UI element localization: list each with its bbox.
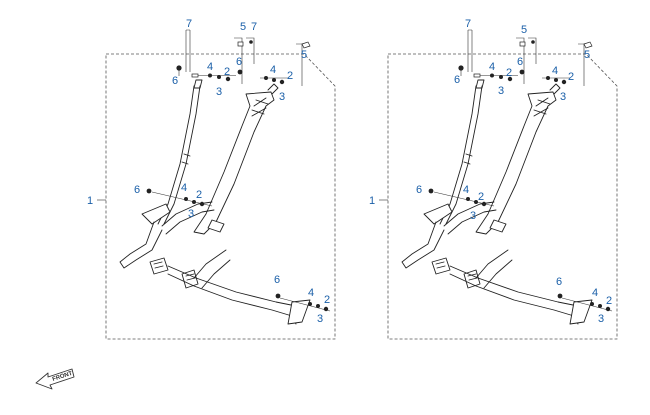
callout-2: 2	[606, 295, 612, 307]
callout-2: 2	[568, 71, 574, 83]
assembly-right	[378, 29, 618, 340]
callout-6: 6	[172, 75, 178, 87]
callout-3: 3	[598, 313, 604, 325]
callout-2: 2	[196, 189, 202, 201]
callout-2: 2	[324, 294, 330, 306]
callout-5: 5	[584, 49, 590, 61]
callout-3: 3	[317, 313, 323, 325]
callout-3: 3	[216, 86, 222, 98]
callout-4: 4	[308, 287, 314, 299]
callout-7: 7	[465, 18, 471, 30]
callout-2: 2	[224, 66, 230, 78]
callout-3: 3	[470, 210, 476, 222]
callout-6: 6	[274, 274, 280, 286]
callout-6: 6	[134, 184, 140, 196]
callout-1: 1	[369, 195, 375, 207]
callout-6: 6	[556, 276, 562, 288]
callout-4: 4	[270, 64, 276, 76]
callout-4: 4	[552, 65, 558, 77]
callout-3: 3	[498, 85, 504, 97]
callout-4: 4	[489, 61, 495, 73]
callout-4: 4	[181, 182, 187, 194]
callout-4: 4	[207, 61, 213, 73]
callout-5: 5	[240, 21, 246, 33]
callout-3: 3	[188, 208, 194, 220]
callout-5: 5	[521, 24, 527, 36]
callout-5: 5	[301, 49, 307, 61]
callout-3: 3	[560, 91, 566, 103]
front-arrow-icon: FRONT	[35, 368, 75, 390]
callout-2: 2	[506, 67, 512, 79]
callout-4: 4	[592, 287, 598, 299]
callout-1: 1	[87, 195, 93, 207]
callout-6: 6	[454, 74, 460, 86]
callout-7: 7	[251, 21, 257, 33]
callout-2: 2	[287, 70, 293, 82]
callout-6: 6	[416, 184, 422, 196]
callout-6: 6	[236, 56, 242, 68]
callout-6: 6	[517, 56, 523, 68]
callout-4: 4	[463, 184, 469, 196]
callout-7: 7	[186, 18, 192, 30]
callout-2: 2	[478, 191, 484, 203]
assembly-left	[96, 29, 336, 340]
callout-3: 3	[279, 91, 285, 103]
